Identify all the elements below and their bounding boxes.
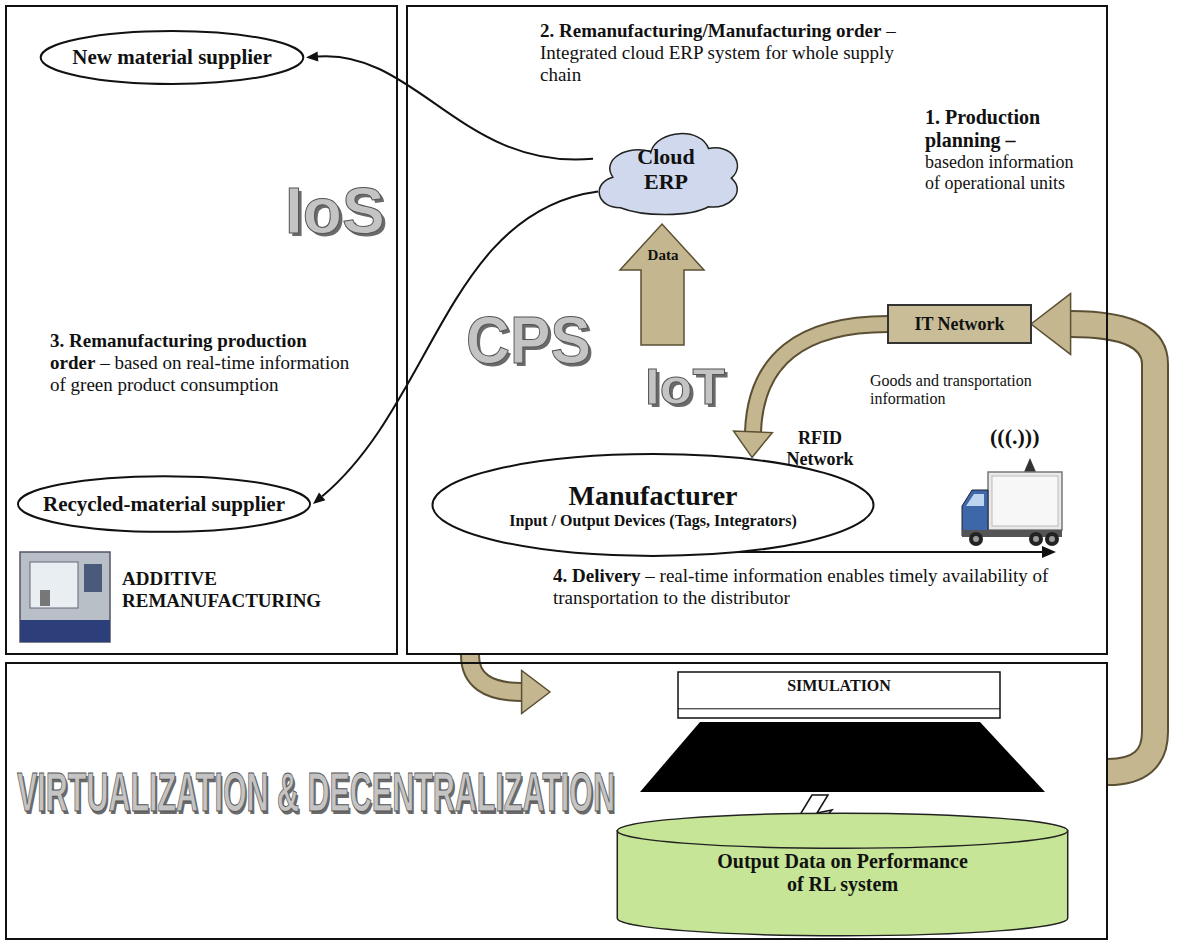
connector-line [753, 324, 888, 432]
connector-line [753, 324, 888, 432]
arrow-head [522, 670, 550, 713]
database-cylinder: Output Data on Performance of RL system [615, 812, 1070, 937]
node-content: SIMULATION [678, 672, 1000, 718]
node-title: Manufacturer [569, 480, 738, 512]
note-text: – based on real-time information of gree… [50, 352, 349, 395]
node-content: Cloud ERP [590, 118, 742, 220]
truck-icon [962, 458, 1062, 546]
label-group: 1. Production planning –basedon informat… [925, 106, 1085, 193]
arrow-head [1031, 294, 1071, 355]
watermark-text: IoS [285, 179, 385, 243]
step-heading: RFID Network [787, 428, 854, 469]
label-group: 3. Remanufacturing production order– bas… [50, 330, 350, 396]
node-title: Cloud ERP [630, 144, 702, 195]
simulation-box: SIMULATION [678, 672, 1000, 718]
node-content: Output Data on Performance of RL system [615, 812, 1070, 937]
label-group: Goods and transportation information [870, 372, 1095, 409]
delivery-head [1042, 546, 1056, 558]
label-group: (((.))) [990, 424, 1039, 449]
node-body: Input / Output Devices (Tags, Integrator… [509, 512, 796, 530]
node-title: Output Data on Performance of RL system [708, 850, 978, 896]
node-content: New material supplier [38, 30, 306, 85]
node-title: Recycled-material supplier [43, 492, 285, 516]
virtualization-panel: VIRTUALIZATION & DECENTRALIZATION SIMULAT… [5, 662, 1108, 940]
display-stand [640, 722, 1045, 792]
data-arrow [620, 224, 704, 345]
network-box: IT Network [888, 305, 1031, 343]
label-group: ADDITIVE REMANUFACTURING [122, 568, 392, 612]
step-heading: Data [648, 247, 679, 263]
supplier-ellipse: New material supplier [38, 30, 306, 85]
cps-panel: CPS Cloud ERP IT NetworkManufacturerInput … [406, 5, 1108, 655]
machine-icon [20, 552, 110, 642]
note-text: basedon information of operational units [925, 152, 1085, 193]
step-heading: 2. Remanufacturing/Manufacturing order [540, 20, 881, 41]
watermark-text: VIRTUALIZATION & DECENTRALIZATION [17, 764, 615, 820]
block-arrow [1031, 294, 1155, 772]
arrow-head [313, 493, 325, 505]
label-group: 2. Remanufacturing/Manufacturing order– … [540, 20, 898, 86]
node-title: SIMULATION [787, 677, 891, 695]
connector-line [470, 655, 522, 692]
step-heading: 1. Production planning – [925, 106, 1085, 152]
arrow-head [306, 52, 318, 62]
arrow-head [734, 431, 773, 457]
node-title: New material supplier [72, 45, 271, 69]
label-group: IoT [645, 362, 720, 412]
label-group: Data [640, 246, 686, 264]
step-heading: (((.))) [990, 424, 1039, 449]
node-content: Recycled-material supplier [15, 475, 313, 533]
label-group: 4. Delivery– real-time information enabl… [553, 565, 1083, 609]
step-heading: ADDITIVE REMANUFACTURING [122, 568, 321, 611]
node-content: IT Network [888, 305, 1031, 343]
connector-line [1071, 324, 1155, 772]
watermark-text: IoT [645, 362, 725, 412]
note-text: Goods and transportation information [870, 372, 1032, 407]
delivery-line [730, 551, 1042, 553]
label-group: RFID Network [778, 428, 862, 469]
step-heading: 4. Delivery [553, 565, 641, 586]
cloud-shape: Cloud ERP [590, 118, 742, 220]
supplier-ellipse: Recycled-material supplier [15, 475, 313, 533]
node-title: IT Network [914, 314, 1004, 335]
connector-line [470, 655, 522, 692]
watermark-text: CPS [466, 307, 591, 373]
connector-line [1071, 324, 1155, 772]
